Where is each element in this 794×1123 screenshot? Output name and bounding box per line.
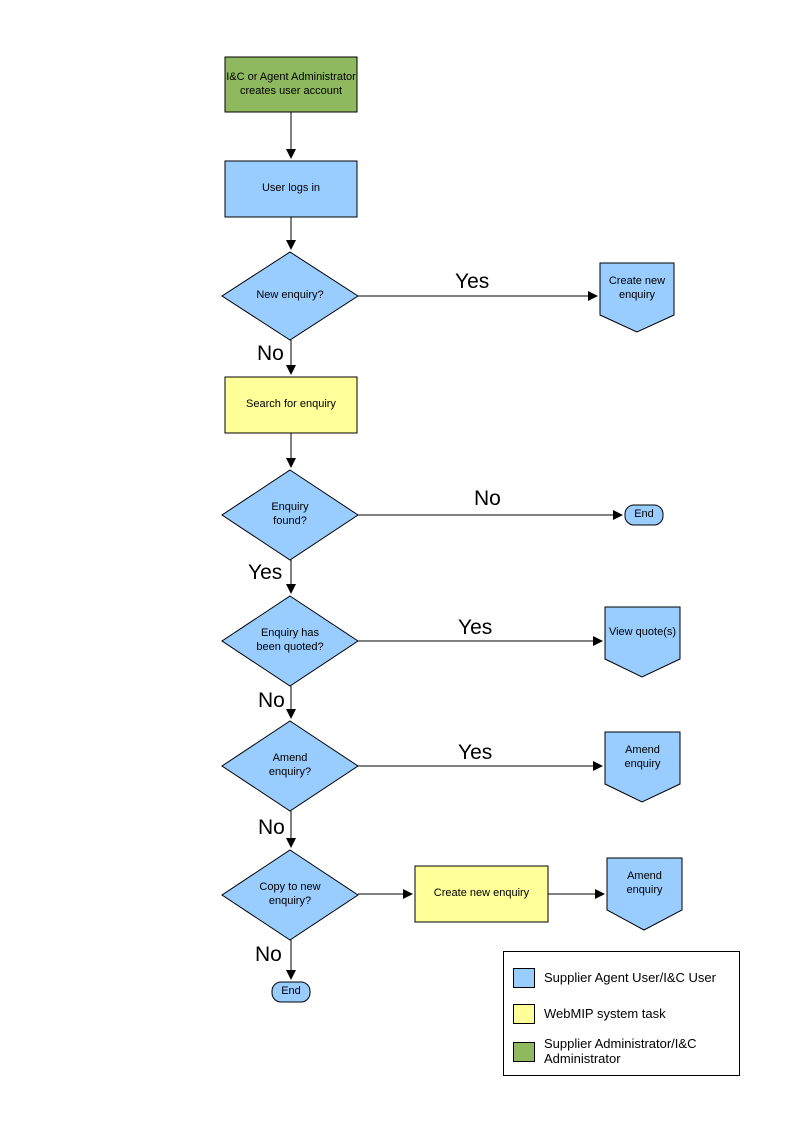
branch-label-yes: Yes	[458, 741, 493, 764]
terminator-end-1	[624, 504, 664, 526]
legend-item-admin: Supplier Administrator/I&C Administrator	[513, 1036, 732, 1067]
branch-label-yes: Yes	[248, 561, 283, 584]
legend-label: Supplier Agent User/I&C User	[544, 969, 716, 985]
branch-label-no: No	[258, 816, 285, 839]
legend-swatch-blue	[513, 968, 535, 988]
process-user-logs-in	[224, 160, 358, 218]
decision-amend-enquiry	[221, 720, 359, 812]
legend-label: Supplier Administrator/I&C Administrator	[544, 1036, 697, 1066]
legend-swatch-yellow	[513, 1004, 535, 1024]
branch-label-yes: Yes	[458, 616, 493, 639]
offpage-create-new-enquiry-1	[599, 262, 675, 333]
process-search-for-enquiry	[224, 376, 358, 434]
decision-new-enquiry	[221, 251, 359, 341]
legend-swatch-green	[513, 1041, 535, 1062]
decision-enquiry-quoted	[221, 595, 359, 687]
decision-enquiry-found	[221, 469, 359, 561]
branch-label-yes: Yes	[455, 270, 490, 293]
legend: Supplier Agent User/I&C User WebMIP syst…	[503, 951, 740, 1076]
decision-copy-to-new	[221, 849, 359, 941]
branch-label-no: No	[474, 487, 501, 510]
process-create-new-enquiry-2	[414, 865, 549, 923]
legend-item-system: WebMIP system task	[513, 1004, 732, 1024]
legend-label: WebMIP system task	[544, 1005, 666, 1021]
legend-item-user: Supplier Agent User/I&C User	[513, 968, 732, 988]
terminator-end-2	[271, 981, 311, 1003]
offpage-amend-enquiry-1	[604, 731, 681, 803]
branch-label-no: No	[258, 689, 285, 712]
branch-label-no: No	[255, 943, 282, 966]
branch-label-no: No	[257, 342, 284, 365]
process-create-account	[224, 56, 358, 113]
offpage-view-quotes	[604, 606, 681, 678]
connectors	[286, 112, 623, 980]
offpage-amend-enquiry-2	[606, 857, 683, 931]
